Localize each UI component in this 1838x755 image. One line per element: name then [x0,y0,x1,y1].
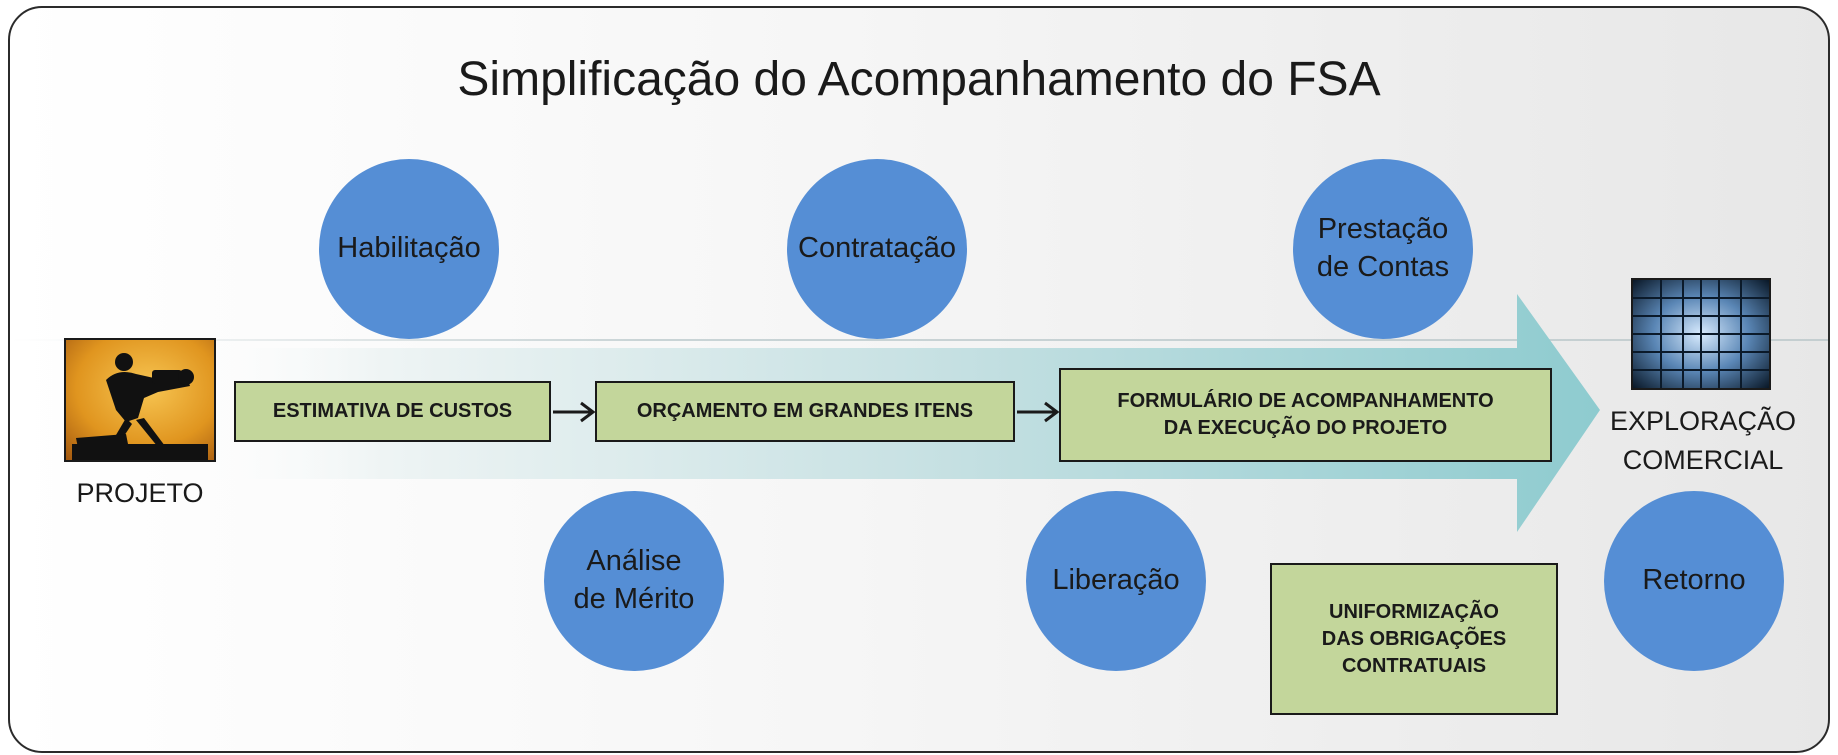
stage-habilitacao: Habilitação [319,159,499,339]
slide-frame: Simplificação do Acompanhamento do FSA H… [8,6,1830,753]
stage-analise-de-merito: Análise de Mérito [544,491,724,671]
stage-contratacao: Contratação [787,159,967,339]
stage-retorno: Retorno [1604,491,1784,671]
connector-arrow-2 [1017,401,1060,423]
end-label: EXPLORAÇÃO COMERCIAL [1609,406,1797,476]
start-label: PROJETO [76,478,204,508]
box-orcamento-grandes-itens: ORÇAMENTO EM GRANDES ITENS [595,381,1015,442]
connector-arrow-1 [553,401,596,423]
video-wall-icon [1631,278,1771,390]
stage-prestacao-de-contas: Prestação de Contas [1293,159,1473,339]
film-camera-operator-icon [64,338,216,462]
box-estimativa-de-custos: ESTIMATIVA DE CUSTOS [234,381,551,442]
stage-liberacao: Liberação [1026,491,1206,671]
box-uniformizacao: UNIFORMIZAÇÃO DAS OBRIGAÇÕES CONTRATUAIS [1270,563,1558,715]
diagram-title: Simplificação do Acompanhamento do FSA [457,53,1381,106]
box-formulario-acompanhamento: FORMULÁRIO DE ACOMPANHAMENTO DA EXECUÇÃO… [1059,368,1552,462]
divider-line [10,339,1828,341]
